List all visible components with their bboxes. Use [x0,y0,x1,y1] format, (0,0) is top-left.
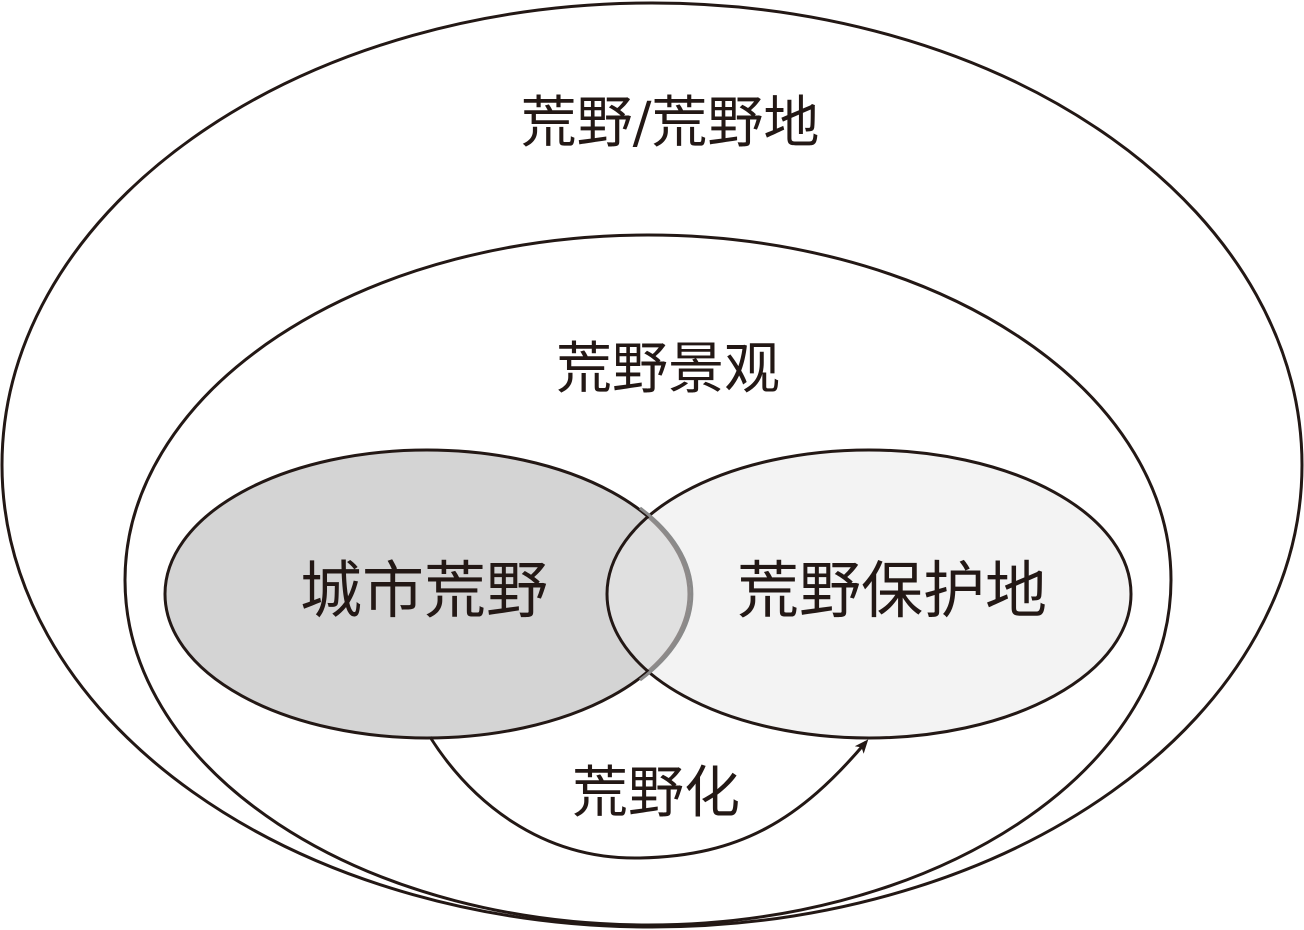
right-ellipse-label: 荒野保护地 [737,554,1047,627]
arrow-label: 荒野化 [572,761,740,826]
rewilding-arrow [428,736,869,860]
left-ellipse-label: 城市荒野 [300,554,548,627]
overlap-left-edge [639,506,694,682]
outer-label: 荒野/荒野地 [521,91,820,156]
middle-ellipse-wild-landscape [123,233,1173,927]
middle-label: 荒野景观 [556,337,780,402]
right-ellipse-protected-wilderness [605,448,1133,740]
